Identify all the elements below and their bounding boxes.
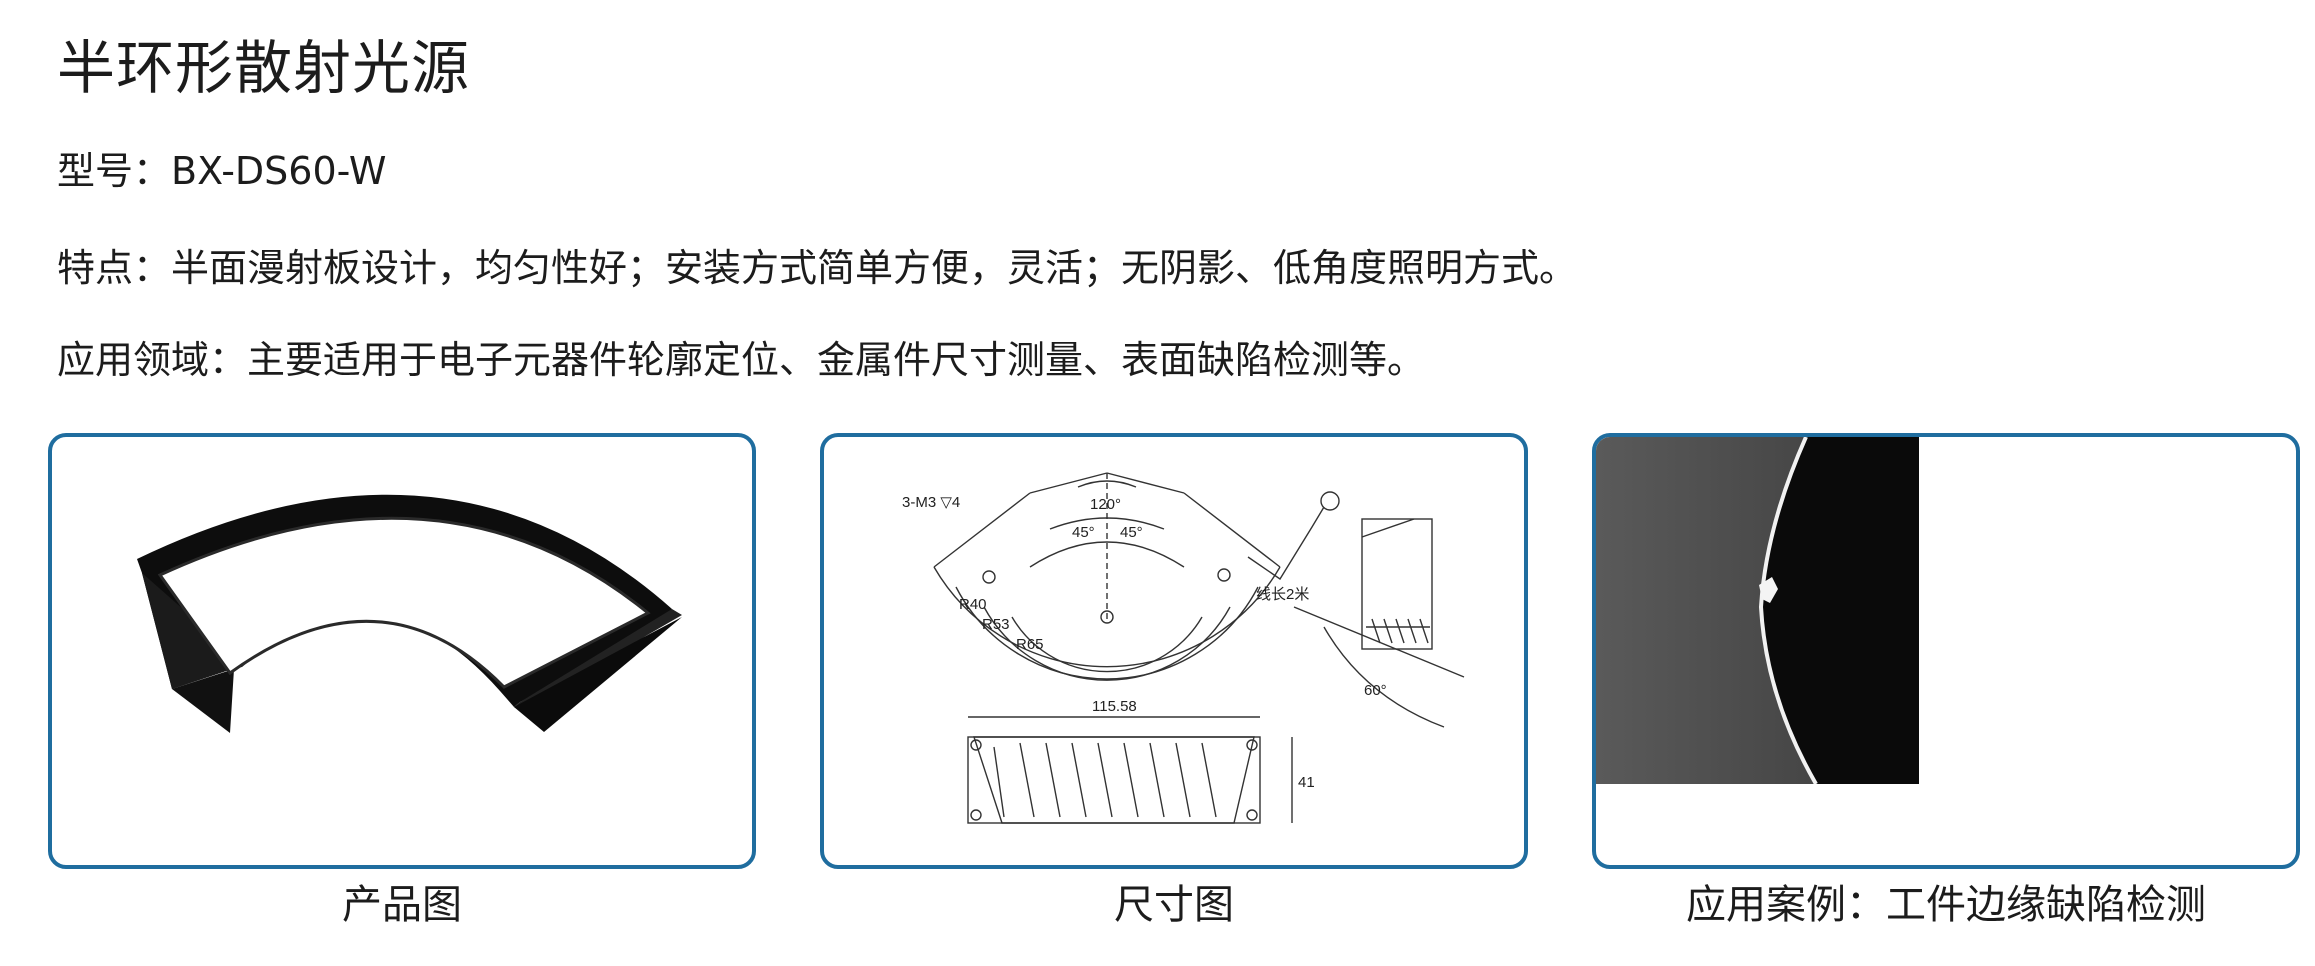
angle-line-right <box>1106 472 1185 494</box>
side-view-edge <box>1361 518 1415 538</box>
side-view-ray-a <box>1293 606 1465 678</box>
cable-connector <box>1320 491 1340 511</box>
angle-line-left <box>1029 472 1108 494</box>
dimension-caption: 尺寸图 <box>1114 882 1234 928</box>
workpiece-edge <box>1758 437 1818 784</box>
label-angle-top: 120° <box>1090 496 1121 513</box>
dimension-drawing: 3-M3 ▽4 120° 45° 45° R40 R53 R65 线长2米 60… <box>902 472 1465 824</box>
model-line: 型号：BX-DS60-W <box>57 149 387 193</box>
defect-spot <box>1759 577 1778 603</box>
cable <box>1247 506 1325 580</box>
front-hole-3 <box>970 809 982 821</box>
edge-defect-photo <box>1596 437 1919 784</box>
mount-hole-bottom <box>1100 610 1114 624</box>
product-caption: 产品图 <box>342 882 462 928</box>
front-view-frame <box>967 736 1261 824</box>
label-r65: R65 <box>1016 636 1044 653</box>
fan-outer-arc <box>933 566 1281 668</box>
light-bottom-face <box>172 669 234 733</box>
application-caption: 应用案例：工件边缘缺陷检测 <box>1686 882 2206 928</box>
angle-arc-45 <box>1049 517 1165 530</box>
front-hole-2 <box>1246 739 1258 751</box>
fan-r53-arc <box>983 606 1231 681</box>
label-angle-left: 45° <box>1072 524 1095 541</box>
label-angle-right: 45° <box>1120 524 1143 541</box>
label-width: 115.58 <box>1092 698 1137 715</box>
front-hole-1 <box>970 739 982 751</box>
fan-r65-arc <box>955 586 1259 680</box>
diffuser-rim <box>157 516 651 689</box>
front-view-hatch <box>993 742 1217 818</box>
fan-right-edge <box>1183 492 1281 568</box>
diffuser-panel <box>160 518 648 687</box>
product-illustration <box>137 494 682 733</box>
light-bottom-face-right <box>514 617 682 732</box>
side-view-angle-arc <box>1323 626 1445 728</box>
angle-arc-120 <box>1077 480 1137 488</box>
front-view-body <box>973 736 1255 824</box>
label-r40: R40 <box>959 596 987 613</box>
label-cable: 线长2米 <box>1256 586 1309 603</box>
label-angle-side: 60° <box>1364 682 1387 699</box>
mount-hole-right <box>1217 568 1231 582</box>
application-image-panel <box>1592 433 2300 869</box>
features-line: 特点：半面漫射板设计，均匀性好；安装方式简单方便，灵活；无阴影、低角度照明方式。 <box>57 246 1578 290</box>
fan-top-arc <box>1029 541 1185 568</box>
dimension-drawing-panel: 3-M3 ▽4 120° 45° 45° R40 R53 R65 线长2米 60… <box>820 433 1528 869</box>
page-title: 半环形散射光源 <box>57 34 471 102</box>
label-screw: 3-M3 ▽4 <box>902 494 960 511</box>
label-height: 41 <box>1298 774 1315 791</box>
fan-r40-arc <box>1011 616 1203 673</box>
side-view-hatch <box>1366 618 1430 644</box>
workpiece-dark-region <box>1761 437 1919 784</box>
light-side-left <box>142 573 232 689</box>
product-image-panel <box>48 433 756 869</box>
label-r53: R53 <box>982 616 1010 633</box>
fan-left-edge <box>933 492 1031 568</box>
side-view-body <box>1361 518 1433 650</box>
application-line: 应用领域：主要适用于电子元器件轮廓定位、金属件尺寸测量、表面缺陷检测等。 <box>57 338 1426 382</box>
mount-hole-left <box>982 570 996 584</box>
front-hole-4 <box>1246 809 1258 821</box>
